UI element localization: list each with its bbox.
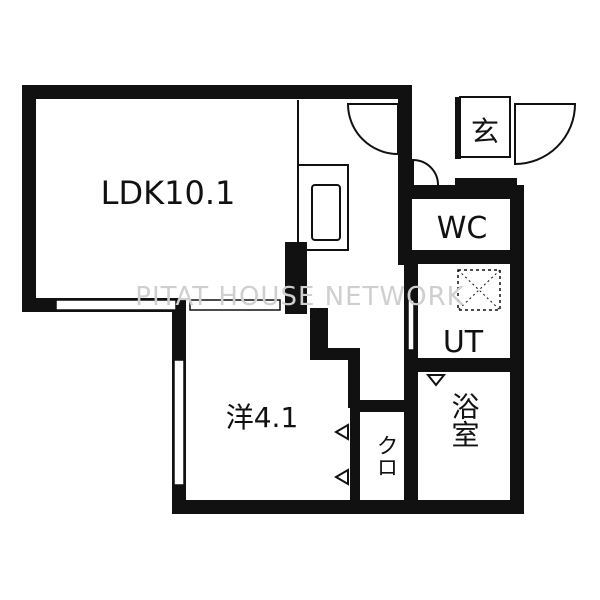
ldk-window-2 — [189, 299, 281, 311]
wc-door — [412, 158, 439, 186]
room-label-bath: 浴室 — [448, 392, 481, 448]
room-label-ldk: LDK10.1 — [101, 174, 236, 212]
kitchen — [297, 100, 349, 251]
entrance-door — [514, 103, 577, 166]
closet-door-marker-bottom — [334, 468, 349, 486]
windows — [55, 299, 281, 486]
ldk-window — [55, 299, 177, 311]
doors — [334, 103, 577, 486]
watermark: PITAT HOUSE NETWORK — [135, 282, 464, 312]
closet-door-marker-top — [334, 423, 349, 441]
entrance-box — [459, 96, 511, 158]
western-window — [173, 359, 185, 486]
ut-sliding-door — [407, 299, 415, 351]
room-label-closet: クロ — [373, 434, 398, 478]
room-label-wc: WC — [437, 211, 488, 246]
ldk-door — [346, 103, 399, 155]
room-label-ut: UT — [443, 325, 484, 360]
room-label-entrance: 玄 — [471, 115, 499, 148]
kitchen-sink — [311, 184, 341, 241]
kitchen-counter — [297, 164, 349, 251]
washer-pan — [457, 269, 501, 311]
room-label-western: 洋4.1 — [226, 401, 299, 434]
bath-door-marker — [425, 374, 447, 387]
